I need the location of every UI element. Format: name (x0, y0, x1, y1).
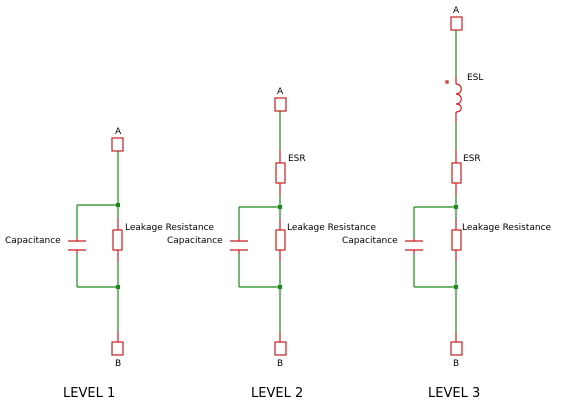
level-1-leakage-resistor (112, 229, 123, 251)
level-1-terminal-b (111, 341, 124, 356)
level-3-capacitance-label: Capacitance (342, 236, 398, 246)
level-3-leakage-resistor (451, 229, 462, 251)
level-3-esl-inductor (455, 83, 462, 113)
level-3-terminal-a-label: A (453, 6, 460, 16)
level-2-terminal-a (274, 97, 287, 112)
level-3-esr-label: ESR (463, 154, 481, 164)
level-2-leakage-resistor (275, 229, 286, 251)
level-2-esr-resistor (275, 162, 286, 184)
level-3-leakage-label: Leakage Resistance (462, 223, 552, 233)
level-1-terminal-b-label: B (115, 359, 121, 369)
level-2-leakage-label: Leakage Resistance (287, 223, 377, 233)
level-1-terminal-a (111, 137, 124, 152)
level-2-terminal-b (274, 341, 287, 356)
level-2-terminal-b-label: B (277, 359, 283, 369)
level-3-esr-resistor (451, 162, 462, 184)
level-2-capacitance-label: Capacitance (167, 236, 223, 246)
level-3-terminal-b-label: B (453, 359, 459, 369)
level-1-title: LEVEL 1 (63, 386, 115, 401)
level-3-circuit: A ESL ESR B (342, 6, 552, 401)
level-3-title: LEVEL 3 (428, 386, 480, 401)
level-1-leakage-label: Leakage Resistance (125, 223, 215, 233)
level-1-circuit: A B Capacitance Leakage Resistance LEVEL… (5, 127, 215, 401)
level-2-circuit: A ESR B Capacitance Leakage Resistance (167, 87, 377, 401)
level-3-terminal-b (450, 341, 463, 356)
level-3-terminal-a (450, 16, 463, 31)
level-1-terminal-a-label: A (115, 127, 122, 137)
level-3-esl-marker (445, 80, 449, 84)
level-3-esl-label: ESL (467, 73, 483, 83)
level-1-capacitance-label: Capacitance (5, 236, 61, 246)
level-2-esr-label: ESR (288, 154, 306, 164)
level-2-title: LEVEL 2 (251, 386, 303, 401)
level-2-terminal-a-label: A (277, 87, 284, 97)
